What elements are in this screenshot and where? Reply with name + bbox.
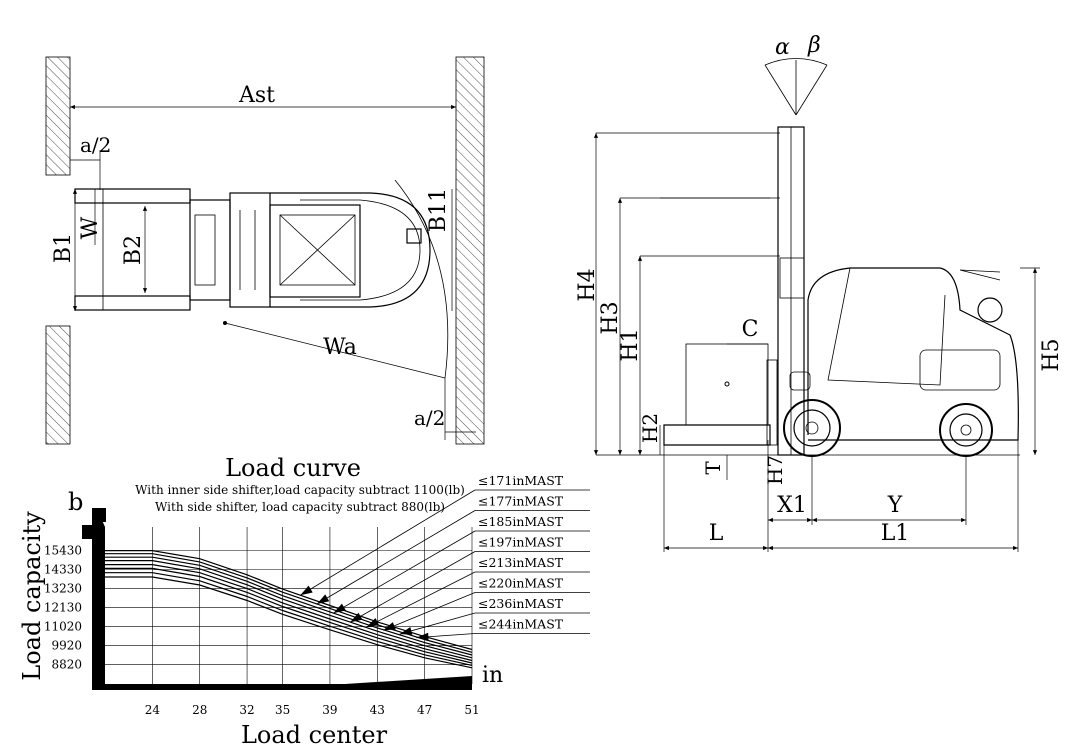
fork-bottom [74, 295, 191, 311]
legend-label-6: ≤236inMAST [478, 596, 564, 611]
legend-arrow-6 [399, 627, 413, 635]
top-view: Ast a/2 B1 W B2 [45, 56, 485, 445]
label-b11: B11 [426, 188, 451, 232]
label-c: C [742, 317, 759, 342]
series-line-6 [105, 572, 473, 666]
y-tick-13230: 13230 [44, 582, 82, 596]
legend-arrow-2 [333, 603, 346, 614]
series-line-1 [105, 553, 473, 653]
legend-label-5: ≤220inMAST [478, 576, 564, 591]
legend-leader-0 [300, 489, 476, 596]
x-tick-51: 51 [464, 703, 479, 717]
series-line-2 [105, 556, 473, 656]
x-axis-label: Load center [241, 721, 388, 749]
x-tick-35: 35 [275, 703, 290, 717]
label-h3: H3 [598, 301, 623, 334]
legend-arrow-7 [416, 632, 429, 641]
y-tick-11020: 11020 [44, 620, 82, 634]
legend-label-1: ≤177inMAST [478, 494, 564, 509]
label-l1: L1 [881, 521, 910, 546]
series-line-7 [105, 576, 473, 669]
legend-leader-3 [349, 551, 476, 623]
label-h5: H5 [1039, 338, 1064, 371]
chart-title: Load curve [225, 454, 361, 482]
label-h2: H2 [638, 413, 662, 443]
y-tick-14330: 14330 [44, 563, 82, 577]
x-unit-label: in [482, 663, 503, 688]
legend-arrow-3 [350, 612, 363, 623]
x-tick-39: 39 [322, 703, 337, 717]
truck-side-view [789, 267, 1019, 441]
wall-left-bottom [45, 325, 71, 445]
legend-label-4: ≤213inMAST [478, 555, 564, 570]
mast [766, 126, 805, 456]
legend-leader-4 [366, 571, 476, 628]
label-a-half-top: a/2 [80, 133, 111, 157]
label-h7: H7 [763, 455, 787, 485]
label-b1: B1 [51, 233, 76, 263]
legend-leader-6 [399, 612, 476, 635]
legend-leader-1 [316, 510, 476, 605]
label-t: T [701, 461, 725, 475]
label-a-half-bottom: a/2 [414, 406, 445, 430]
legend-label-0: ≤171inMAST [478, 473, 564, 488]
turning-arc [394, 179, 449, 379]
chart-ticks: 24 28 32 35 39 43 47 51 15430 14330 13230 12130 1102… [44, 544, 480, 717]
series-line-3 [105, 560, 473, 659]
fork-side [663, 424, 771, 446]
x-tick-47: 47 [417, 703, 432, 717]
chart-legend: ≤171inMAST ≤177inMAST ≤185inMAST ≤197inMAST… [300, 473, 590, 641]
y-corner-label: b [68, 488, 83, 516]
wall-right [455, 56, 485, 445]
chart-grid [105, 527, 473, 684]
legend-leader-2 [333, 530, 476, 614]
x-tick-24: 24 [145, 703, 161, 717]
y-axis-label: Load capacity [18, 511, 46, 681]
label-ast: Ast [238, 83, 275, 108]
x-tick-43: 43 [370, 703, 385, 717]
legend-label-3: ≤197inMAST [478, 535, 564, 550]
truck-top-view [189, 192, 431, 325]
rear-wheel [939, 403, 993, 457]
load-curve-chart: Load curve With inner side shifter,load … [18, 454, 590, 749]
series-line-4 [105, 564, 473, 662]
label-h1: H1 [618, 328, 643, 361]
label-h4: H4 [575, 268, 600, 301]
x-tick-28: 28 [192, 703, 207, 717]
chart-subtitle-2: With side shifter, load capacity subtrac… [155, 500, 445, 514]
y-tick-8820: 8820 [51, 658, 82, 672]
legend-arrow-0 [300, 585, 313, 596]
label-b2: B2 [121, 235, 146, 265]
label-wa: Wa [323, 335, 357, 360]
label-x1: X1 [777, 493, 807, 518]
legend-arrow-4 [366, 618, 380, 627]
load-box [685, 343, 769, 426]
legend-arrow-1 [316, 594, 330, 604]
legend-label-2: ≤185inMAST [478, 514, 564, 529]
x-tick-32: 32 [239, 703, 254, 717]
legend-arrow-5 [383, 622, 396, 631]
label-beta: β [807, 33, 821, 58]
y-tick-12130: 12130 [44, 601, 82, 615]
label-l: L [709, 521, 724, 546]
label-y: Y [887, 493, 903, 518]
chart-subtitle-1: With inner side shifter,load capacity su… [135, 483, 465, 497]
front-wheel [783, 399, 841, 457]
y-tick-15430: 15430 [44, 544, 82, 558]
fork-top [74, 188, 191, 204]
side-view: α β H4 H3 H1 H2 C T [575, 33, 1064, 552]
label-alpha: α [775, 35, 790, 60]
chart-series [105, 550, 473, 669]
legend-label-7: ≤244inMAST [478, 617, 564, 632]
y-tick-9920: 9920 [51, 639, 82, 653]
label-w: W [78, 216, 103, 239]
legend-leader-5 [383, 592, 476, 631]
wall-left-top [45, 56, 71, 176]
series-line-5 [105, 567, 473, 664]
